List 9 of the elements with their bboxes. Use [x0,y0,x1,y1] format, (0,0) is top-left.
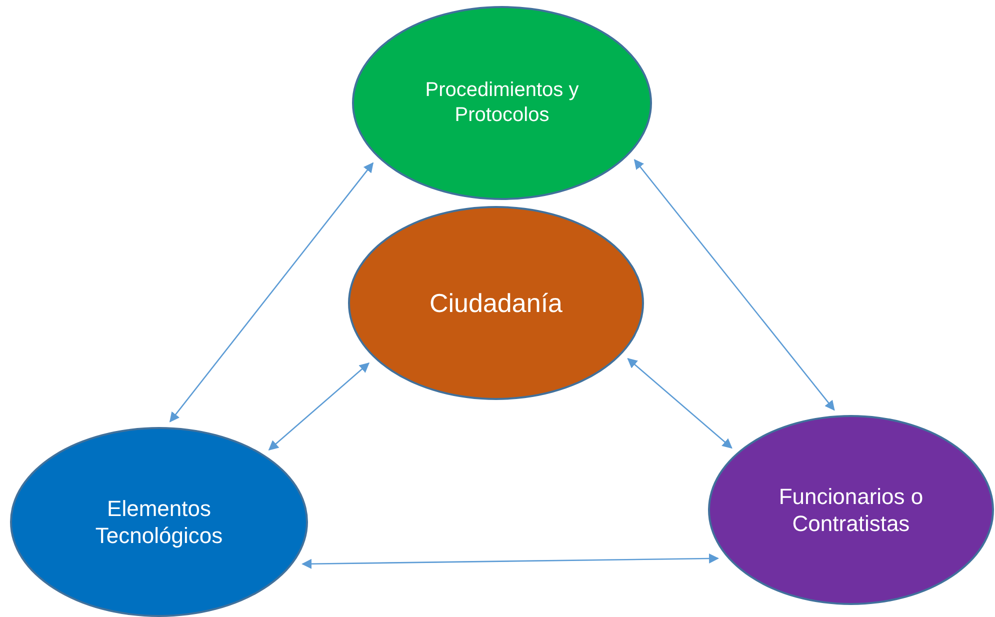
double-arrow [627,358,732,449]
double-arrow [268,362,370,450]
double-arrow [169,162,374,422]
node-label: Procedimientos y Protocolos [424,78,580,128]
node-label: Elementos Tecnológicos [94,494,224,550]
node-label: Funcionarios o Contratistas [778,482,924,538]
double-arrow [634,159,835,411]
node-label: Ciudadanía [428,286,564,320]
double-arrow [302,553,720,569]
